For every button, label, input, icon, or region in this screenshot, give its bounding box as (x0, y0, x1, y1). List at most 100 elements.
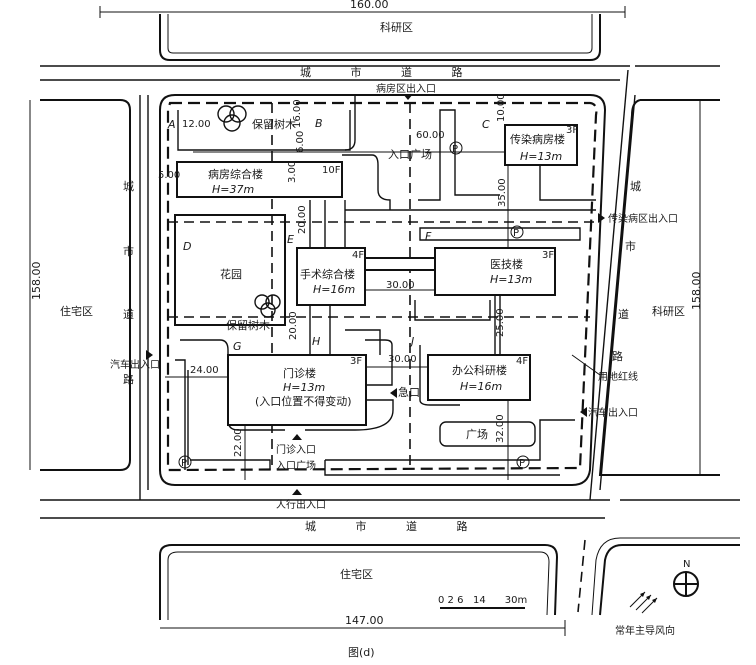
garden: 花园 (174, 214, 286, 326)
retained-trees-icon (217, 105, 247, 132)
entrance-arrow-icon (403, 94, 413, 100)
svg-text:广场: 广场 (466, 427, 488, 441)
label-infectious-entrance: 传染病区出入口 (608, 212, 678, 225)
svg-text:N: N (683, 559, 690, 570)
svg-text:22.00: 22.00 (233, 428, 244, 457)
svg-text:24.00: 24.00 (190, 365, 219, 376)
svg-text:路: 路 (612, 350, 623, 363)
svg-text:手术综合楼: 手术综合楼 (300, 267, 355, 281)
building-outpatient: 门诊楼 H=13m (入口位置不得变动) 3F (227, 354, 367, 426)
top-dimension: 160.00 (99, 0, 626, 18)
entrance-arrow-icon (580, 407, 587, 417)
svg-text:30.00: 30.00 (388, 354, 417, 365)
zone-bottom: 住宅区 (340, 567, 373, 581)
svg-text:市: 市 (123, 244, 134, 258)
entrance-arrow-icon (598, 213, 605, 223)
wind-direction-icon (629, 591, 658, 614)
parking-icon: P (178, 455, 192, 469)
svg-text:10.00: 10.00 (496, 93, 507, 122)
parking-icon: P (516, 455, 530, 469)
internal-dimensions: 12.00 16.00 6.00 3.00 5.00 60.00 10.00 3… (158, 93, 509, 480)
svg-text:3F: 3F (350, 356, 362, 367)
entrance-arrow-icon (146, 350, 153, 360)
svg-text:病房综合楼: 病房综合楼 (208, 167, 263, 181)
svg-text:E: E (287, 233, 294, 246)
left-residential-block (40, 99, 131, 471)
svg-text:H=16m: H=16m (460, 380, 502, 393)
plot-letters: A B C D E F G H J (167, 117, 490, 353)
zone-left: 住宅区 (60, 304, 93, 318)
svg-text:20.00: 20.00 (297, 205, 308, 234)
svg-text:(入口位置不得变动): (入口位置不得变动) (255, 394, 352, 408)
label-car-exit-right: 汽车出入口 (588, 406, 638, 419)
bottom-residential-block (159, 544, 559, 620)
building-ward: 病房综合楼 H=37m 10F (176, 161, 343, 198)
svg-text:3F: 3F (566, 125, 578, 136)
label-boundary: 用地红线 (598, 370, 638, 383)
top-research-block (159, 14, 601, 61)
svg-text:G: G (233, 340, 242, 353)
entrance-arrow-icon (292, 489, 302, 495)
building-medtech: 医技楼 H=13m 3F (434, 247, 556, 296)
zone-top: 科研区 (380, 20, 413, 34)
svg-text:道: 道 (123, 307, 134, 321)
label-trees-top: 保留树木 (252, 117, 296, 131)
svg-text:30.00: 30.00 (386, 280, 415, 291)
svg-text:H=13m: H=13m (283, 381, 325, 394)
svg-text:25.00: 25.00 (495, 308, 506, 337)
label-entrance-plaza-bottom: 入口广场 (276, 459, 316, 472)
svg-text:0 2 6 14 30m: 0 2 6 14 30m (438, 595, 527, 606)
label-wind: 常年主导风向 (615, 624, 675, 637)
entrance-arrow-icon (390, 388, 397, 398)
svg-text:D: D (183, 240, 191, 253)
svg-text:花园: 花园 (220, 268, 242, 281)
building-infectious: 传染病房楼 H=13m 3F (504, 124, 578, 166)
dim-top: 160.00 (350, 0, 389, 11)
svg-text:城: 城 (123, 180, 134, 193)
svg-text:路: 路 (123, 373, 134, 386)
road-top: 城 市 道 路 (300, 65, 481, 79)
road-bottom: 城 市 道 路 (305, 519, 486, 533)
label-outpatient-entrance: 门诊入口 (276, 443, 316, 456)
svg-text:H=13m: H=13m (490, 273, 532, 286)
svg-text:6.00: 6.00 (295, 131, 306, 153)
figure-caption: 图(d) (348, 646, 375, 659)
svg-text:3F: 3F (542, 250, 554, 261)
site-boundary (166, 101, 598, 472)
zone-right: 科研区 (652, 304, 685, 318)
svg-text:60.00: 60.00 (416, 130, 445, 141)
label-emergency: 急口 (398, 385, 420, 399)
dim-left: 158.00 (30, 262, 43, 301)
svg-text:3.00: 3.00 (287, 161, 298, 183)
right-research-block (598, 99, 720, 476)
svg-text:P: P (519, 458, 525, 469)
label-entrance-plaza-top: 入口广场 (388, 147, 432, 161)
entrance-arrow-icon (292, 434, 302, 440)
svg-text:J: J (409, 335, 414, 348)
dim-right: 158.00 (690, 272, 703, 311)
road-right: 城 市 道 路 (612, 180, 641, 363)
svg-text:城: 城 (630, 180, 641, 193)
label-ward-entrance: 病房区出入口 (376, 82, 436, 95)
retained-trees-icon (254, 294, 281, 318)
scale-bar: 0 2 6 14 30m (438, 595, 527, 609)
building-office: 办公科研楼 H=16m 4F (427, 354, 531, 401)
parking-icon: P (510, 225, 524, 239)
svg-text:4F: 4F (352, 250, 364, 261)
svg-text:办公科研楼: 办公科研楼 (452, 363, 507, 377)
svg-text:16.00: 16.00 (292, 99, 303, 128)
svg-text:P: P (513, 228, 519, 239)
svg-text:12.00: 12.00 (182, 119, 211, 130)
svg-text:F: F (425, 230, 432, 243)
road-left: 城 市 道 路 (123, 180, 134, 386)
svg-text:32.00: 32.00 (495, 414, 506, 443)
building-surgery: 手术综合楼 H=16m 4F (296, 247, 366, 306)
svg-text:传染病房楼: 传染病房楼 (510, 132, 565, 146)
parking-icon: P (449, 141, 463, 155)
svg-text:医技楼: 医技楼 (490, 257, 523, 271)
svg-text:H=13m: H=13m (520, 150, 562, 163)
plaza: 广场 (439, 421, 536, 447)
svg-text:H=37m: H=37m (212, 183, 254, 196)
